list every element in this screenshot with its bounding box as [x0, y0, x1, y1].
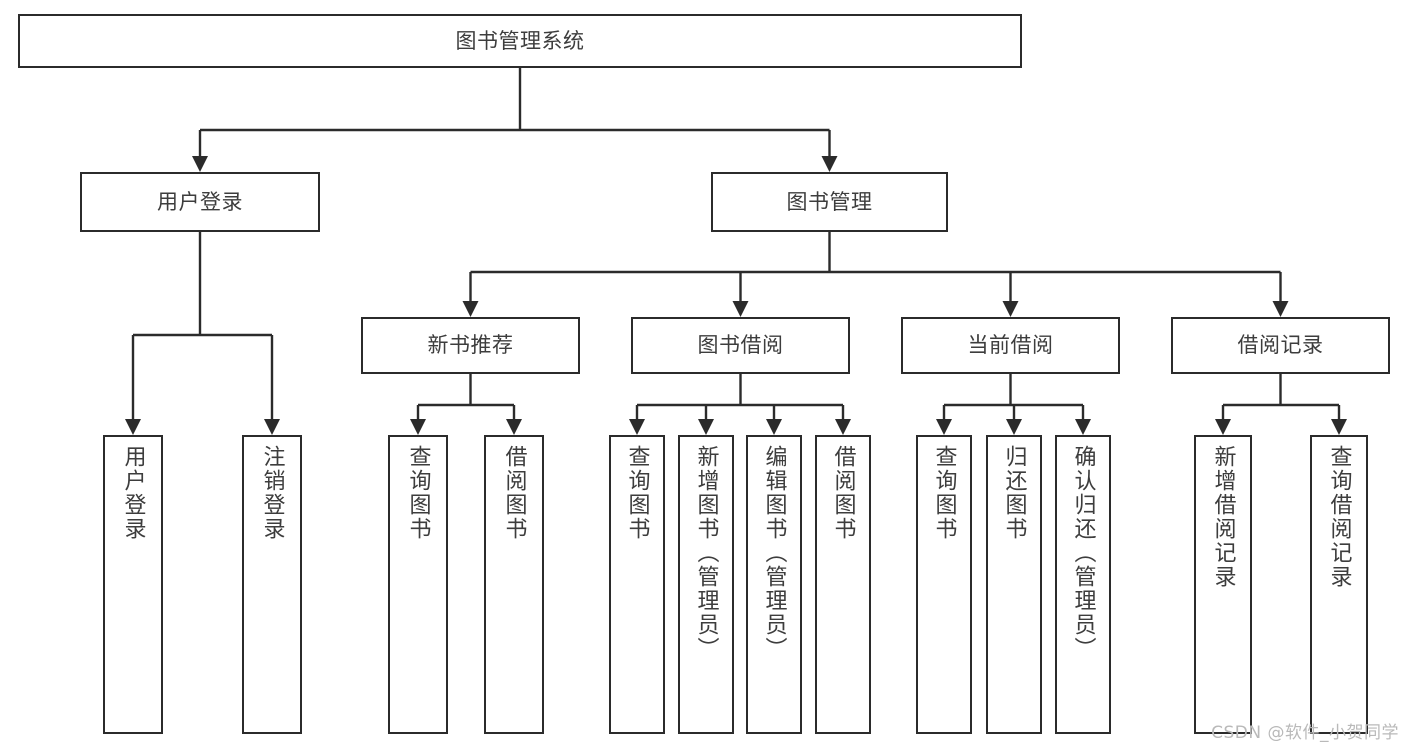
node-label: 新增借阅记录: [1210, 445, 1236, 589]
arrow-head-icon: [410, 419, 426, 435]
node-label: 新书推荐: [427, 333, 514, 358]
node-label: 借阅图书: [501, 445, 527, 541]
leaf-node-leaf-query-record[interactable]: 查询借阅记录: [1310, 435, 1368, 734]
arrow-head-icon: [1006, 419, 1022, 435]
watermark-label: CSDN @软件_小贺同学: [1211, 723, 1399, 743]
node-label: 注销登录: [259, 445, 285, 541]
arrow-head-icon: [936, 419, 952, 435]
node-label: 图书管理: [786, 189, 873, 214]
leaf-node-leaf-borrow-book-1[interactable]: 借阅图书: [484, 435, 544, 734]
arrow-head-icon: [1331, 419, 1347, 435]
node-label: 图书管理系统: [455, 28, 585, 53]
connector-lines: [125, 68, 1347, 435]
leaf-node-leaf-query-book-2[interactable]: 查询图书: [609, 435, 665, 734]
leaf-node-leaf-query-book-3[interactable]: 查询图书: [916, 435, 972, 734]
leaf-node-leaf-borrow-book-2[interactable]: 借阅图书: [815, 435, 871, 734]
node-label: 归还图书: [1001, 445, 1027, 541]
arrow-head-icon: [125, 419, 141, 435]
node-label: 新增图书（管理员）: [693, 445, 719, 661]
arrow-head-icon: [766, 419, 782, 435]
leaf-node-leaf-query-book-1[interactable]: 查询图书: [388, 435, 448, 734]
node-label: 查询借阅记录: [1326, 445, 1352, 589]
node-label: 图书借阅: [697, 333, 784, 358]
node-label: 用户登录: [157, 189, 243, 214]
arrow-head-icon: [264, 419, 280, 435]
branch-node-book-manage[interactable]: 图书管理: [711, 172, 948, 232]
arrow-head-icon: [506, 419, 522, 435]
leaf-node-leaf-logout[interactable]: 注销登录: [242, 435, 302, 734]
branch-node-borrow-record[interactable]: 借阅记录: [1171, 317, 1390, 374]
leaf-node-leaf-confirm-return[interactable]: 确认归还（管理员）: [1055, 435, 1111, 734]
arrow-head-icon: [629, 419, 645, 435]
node-label: 查询图书: [405, 445, 431, 541]
leaf-node-leaf-return-book[interactable]: 归还图书: [986, 435, 1042, 734]
arrow-head-icon: [192, 156, 208, 172]
node-label: 用户登录: [120, 445, 146, 541]
arrow-head-icon: [821, 156, 838, 172]
branch-node-new-book-recommend[interactable]: 新书推荐: [361, 317, 580, 374]
node-label: 借阅图书: [830, 445, 856, 541]
node-label: 确认归还（管理员）: [1070, 445, 1096, 661]
root-node-root[interactable]: 图书管理系统: [18, 14, 1022, 68]
branch-node-book-borrow[interactable]: 图书借阅: [631, 317, 850, 374]
leaf-node-leaf-edit-book[interactable]: 编辑图书（管理员）: [746, 435, 802, 734]
node-label: 编辑图书（管理员）: [761, 445, 787, 661]
arrow-head-icon: [1215, 419, 1231, 435]
node-label: 当前借阅: [967, 333, 1054, 358]
arrow-head-icon: [1075, 419, 1091, 435]
arrow-head-icon: [835, 419, 851, 435]
leaf-node-leaf-add-record[interactable]: 新增借阅记录: [1194, 435, 1252, 734]
arrow-head-icon: [1272, 301, 1289, 317]
branch-node-current-borrow[interactable]: 当前借阅: [901, 317, 1120, 374]
arrow-head-icon: [462, 301, 479, 317]
branch-node-user-login[interactable]: 用户登录: [80, 172, 320, 232]
arrow-head-icon: [698, 419, 714, 435]
node-label: 查询图书: [931, 445, 957, 541]
node-label: 借阅记录: [1237, 333, 1324, 358]
leaf-node-leaf-user-login[interactable]: 用户登录: [103, 435, 163, 734]
arrow-head-icon: [1002, 301, 1019, 317]
leaf-node-leaf-add-book[interactable]: 新增图书（管理员）: [678, 435, 734, 734]
arrow-head-icon: [732, 301, 749, 317]
node-label: 查询图书: [624, 445, 650, 541]
